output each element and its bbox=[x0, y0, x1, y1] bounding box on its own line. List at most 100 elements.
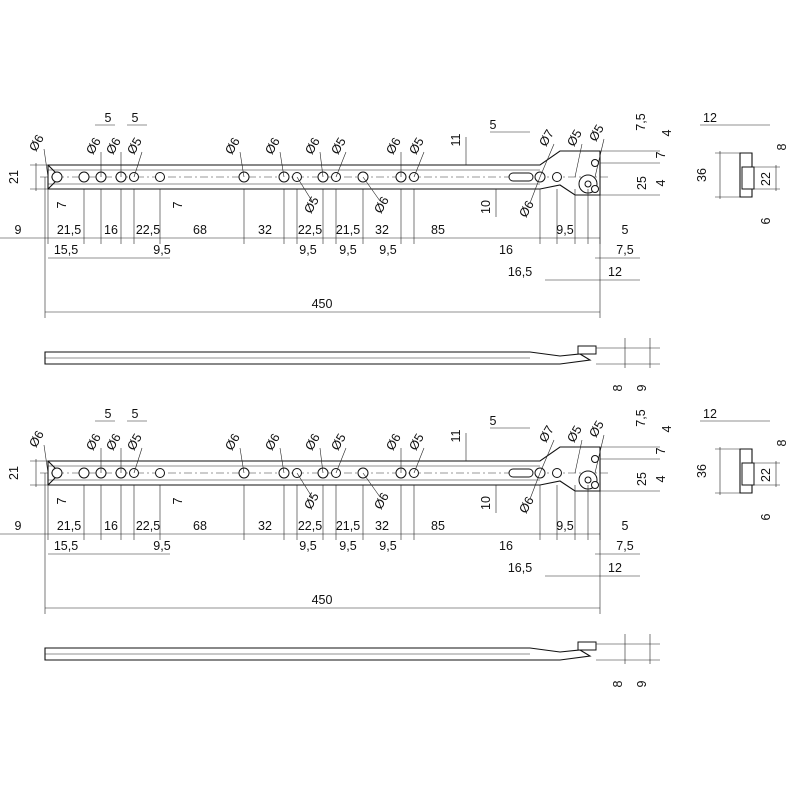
dimension-label: 9,5 bbox=[153, 243, 170, 257]
dimension-label: 21,5 bbox=[57, 519, 81, 533]
dimension-label: 4 bbox=[660, 425, 674, 432]
dimension-label: 32 bbox=[258, 223, 272, 237]
dimension-label: 9 bbox=[15, 519, 22, 533]
dimension-label: 9,5 bbox=[556, 519, 573, 533]
roller-side bbox=[577, 641, 597, 651]
dimension-label: 68 bbox=[193, 519, 207, 533]
leader-line bbox=[43, 444, 49, 474]
rail-outline bbox=[47, 446, 601, 492]
dimension-label: 16 bbox=[104, 519, 118, 533]
side-profile bbox=[44, 351, 592, 365]
dimension-label: 7 bbox=[55, 497, 69, 504]
diameter-label: Ø6 bbox=[516, 198, 536, 219]
roller-side bbox=[577, 345, 597, 355]
rail-top-view bbox=[40, 446, 610, 492]
rail-top-view bbox=[40, 150, 610, 196]
dimension-label: 15,5 bbox=[54, 243, 78, 257]
dimension-label: 5 bbox=[622, 519, 629, 533]
dimension-label: 7,5 bbox=[634, 409, 648, 426]
dimension-label: 15,5 bbox=[54, 539, 78, 553]
diameter-label: Ø7 bbox=[536, 423, 556, 444]
leader-line bbox=[335, 151, 347, 178]
diameter-label: Ø6 bbox=[371, 490, 391, 511]
leader-line bbox=[133, 447, 143, 474]
dimension-label: 7,5 bbox=[616, 243, 633, 257]
dimension-label: 9 bbox=[635, 384, 649, 391]
dimension-label: 9,5 bbox=[299, 243, 316, 257]
mounting-hole bbox=[552, 468, 562, 478]
dimension-label: 21,5 bbox=[336, 223, 360, 237]
dimension-label: 16 bbox=[499, 243, 513, 257]
dimension-label: 5 bbox=[490, 118, 497, 132]
dimension-label: 9 bbox=[635, 680, 649, 687]
dimension-label: 85 bbox=[431, 223, 445, 237]
leader-line bbox=[319, 447, 324, 474]
dimension-label: 21,5 bbox=[336, 519, 360, 533]
dimension-label: 36 bbox=[695, 168, 709, 182]
dimension-label: 25 bbox=[635, 472, 649, 486]
dimension-label: 16,5 bbox=[508, 265, 532, 279]
mounting-hole bbox=[78, 467, 90, 479]
dimension-label: 22,5 bbox=[298, 223, 322, 237]
overall-length-label: 450 bbox=[312, 593, 333, 607]
leader-line bbox=[239, 151, 245, 178]
rail-outline bbox=[47, 150, 601, 196]
dimension-label: 6 bbox=[759, 513, 773, 520]
dimension-label: 16,5 bbox=[508, 561, 532, 575]
dimension-label: 32 bbox=[375, 223, 389, 237]
dimension-label: 8 bbox=[775, 439, 789, 446]
leader-line bbox=[539, 439, 555, 474]
dimension-label: 5 bbox=[490, 414, 497, 428]
dimension-label: 9,5 bbox=[153, 539, 170, 553]
leader-line bbox=[239, 447, 245, 474]
dimension-label: 36 bbox=[695, 464, 709, 478]
mounting-hole bbox=[155, 172, 165, 182]
diameter-label: Ø6 bbox=[222, 135, 242, 156]
dimension-label: 25 bbox=[635, 176, 649, 190]
dimension-label: 16 bbox=[104, 223, 118, 237]
leader-line bbox=[296, 176, 313, 202]
slot-hole bbox=[508, 172, 534, 182]
profile-flange bbox=[741, 462, 755, 486]
diameter-label: Ø5 bbox=[301, 194, 321, 215]
dimension-label: 21,5 bbox=[57, 223, 81, 237]
leader-line bbox=[529, 176, 541, 204]
leader-line bbox=[413, 151, 425, 178]
dimension-label: 10 bbox=[479, 496, 493, 510]
profile-flange bbox=[741, 166, 755, 190]
dimension-label: 7 bbox=[171, 201, 185, 208]
dimension-label: 8 bbox=[611, 384, 625, 391]
dimension-label: 9,5 bbox=[339, 243, 356, 257]
dimension-label: 9,5 bbox=[339, 539, 356, 553]
dimension-label: 7 bbox=[55, 201, 69, 208]
leader-line bbox=[574, 439, 583, 474]
leader-line bbox=[296, 472, 313, 498]
dimension-label: 5 bbox=[132, 111, 139, 125]
mounting-hole bbox=[78, 171, 90, 183]
dimension-label: 22,5 bbox=[136, 223, 160, 237]
leader-line bbox=[362, 176, 381, 202]
profile-outline bbox=[739, 448, 753, 494]
dimension-label: 21 bbox=[7, 170, 21, 184]
dimension-label: 68 bbox=[193, 223, 207, 237]
dimension-label: 6 bbox=[759, 217, 773, 224]
diameter-label: Ø6 bbox=[262, 431, 282, 452]
mounting-hole bbox=[51, 171, 63, 183]
leader-line bbox=[319, 151, 324, 178]
dimension-label: 7 bbox=[654, 447, 668, 454]
slot-hole bbox=[508, 468, 534, 478]
leader-line bbox=[335, 447, 347, 474]
diameter-label: Ø6 bbox=[222, 431, 242, 452]
diameter-label: Ø5 bbox=[301, 490, 321, 511]
dimension-label: 12 bbox=[608, 561, 622, 575]
dimension-label: 9,5 bbox=[556, 223, 573, 237]
roller-axle bbox=[584, 180, 592, 188]
